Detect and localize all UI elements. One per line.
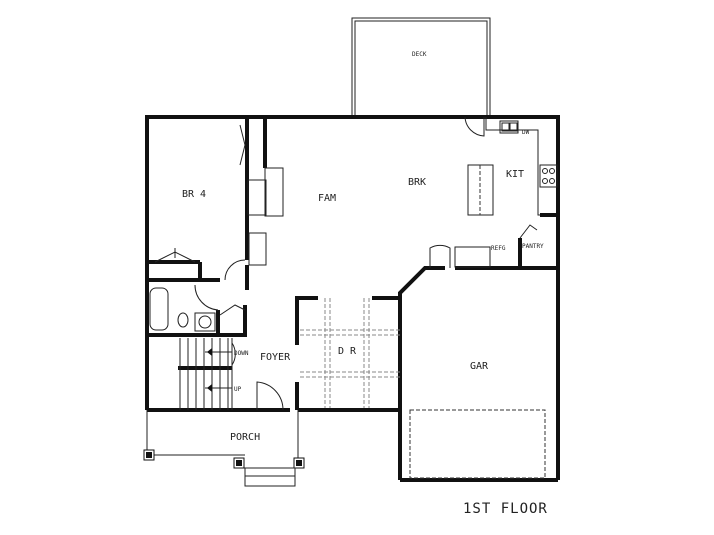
label-gar: GAR <box>470 361 489 372</box>
kitchen <box>429 116 558 268</box>
label-refg: REFG <box>491 245 506 252</box>
label-pantry: PANTRY <box>522 243 544 250</box>
exterior-walls <box>145 115 560 482</box>
stairs[interactable] <box>178 338 236 410</box>
label-dr: D R <box>338 346 357 357</box>
label-foyer: FOYER <box>260 352 291 363</box>
label-kit: KIT <box>506 169 524 180</box>
label-fam: FAM <box>318 193 336 204</box>
label-brk: BRK <box>408 177 426 188</box>
label-dw: DW <box>522 129 530 136</box>
label-stairs-up: UP <box>234 386 242 393</box>
label-br4: BR 4 <box>182 189 206 200</box>
label-porch: PORCH <box>230 432 260 443</box>
dining-room <box>295 296 400 410</box>
bedroom-walls <box>147 117 284 290</box>
porch <box>143 410 305 487</box>
bathroom <box>147 284 247 337</box>
floor-title: 1ST FLOOR <box>463 501 548 517</box>
garage-door <box>409 409 546 479</box>
label-deck: DECK <box>412 51 427 58</box>
label-stairs-down: DOWN <box>234 350 249 357</box>
front-door[interactable] <box>256 381 284 411</box>
deck <box>351 17 491 117</box>
